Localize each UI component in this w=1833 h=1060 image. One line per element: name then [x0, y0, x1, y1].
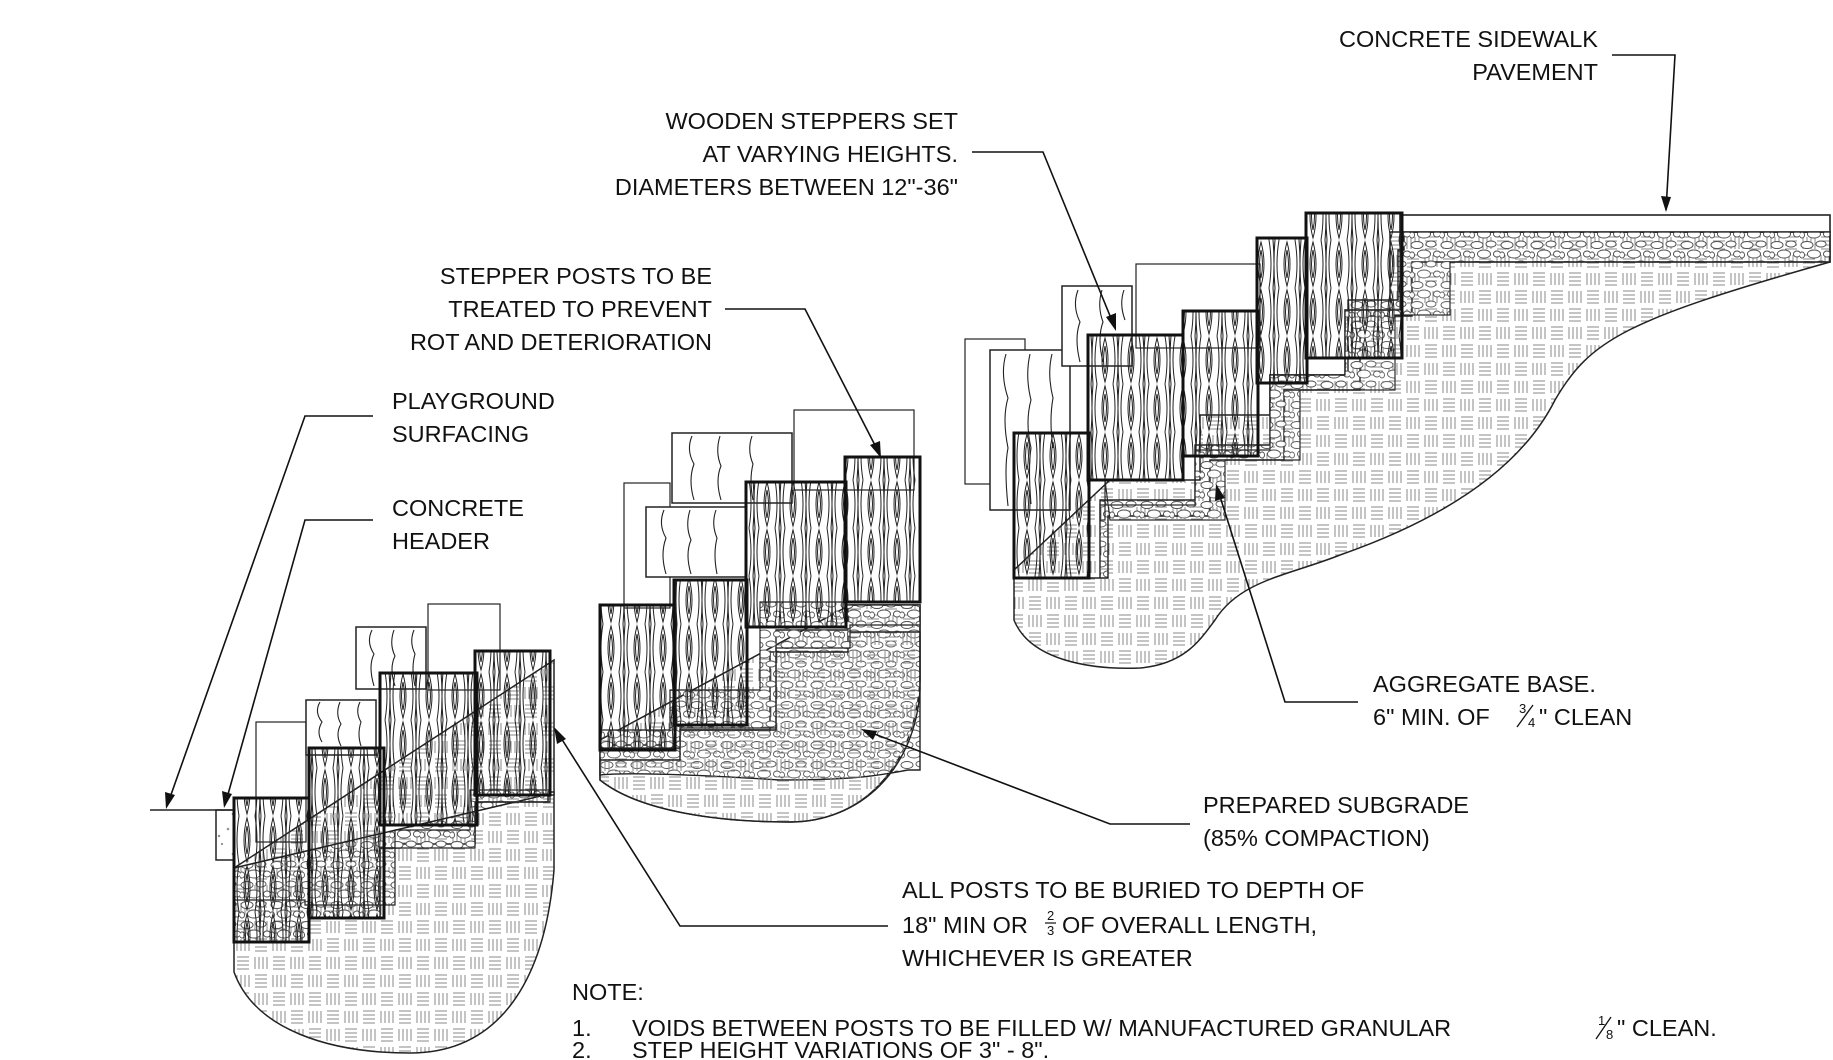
- label-posts-3: ROT AND DETERIORATION: [410, 329, 712, 355]
- leader-playground: [166, 415, 373, 807]
- leader-posts: [725, 308, 881, 456]
- note-1-suffix: " CLEAN.: [1617, 1015, 1717, 1041]
- bark-lines: [660, 509, 718, 575]
- label-posts-1: STEPPER POSTS TO BE: [440, 263, 712, 289]
- label-playground-2: SURFACING: [392, 421, 529, 447]
- arrowhead: [554, 727, 566, 744]
- leader-subgrade: [863, 729, 1190, 825]
- frac-buried-den: 3: [1047, 923, 1054, 938]
- label-steppers-1: WOODEN STEPPERS SET: [666, 108, 959, 134]
- label-aggregate-3: " CLEAN: [1539, 704, 1632, 730]
- stepper-post: [598, 603, 677, 752]
- frac-granular-den: 8: [1606, 1027, 1613, 1042]
- stepper-post: [744, 480, 848, 629]
- callout-labels: CONCRETE SIDEWALK PAVEMENT WOODEN STEPPE…: [392, 26, 1632, 971]
- stepper-post: [378, 671, 479, 827]
- note-1-text: VOIDS BETWEEN POSTS TO BE FILLED W/ MANU…: [632, 1015, 1451, 1041]
- label-buried-1: ALL POSTS TO BE BURIED TO DEPTH OF: [902, 877, 1364, 903]
- arrowhead: [1661, 196, 1671, 212]
- label-steppers-3: DIAMETERS BETWEEN 12"-36": [615, 174, 958, 200]
- label-steppers-2: AT VARYING HEIGHTS.: [702, 141, 958, 167]
- stepper-post: [1255, 236, 1309, 385]
- arrowhead: [165, 792, 175, 809]
- frac-granular-num: 1: [1598, 1013, 1605, 1028]
- arrowhead: [870, 441, 881, 458]
- stepper-post: [1086, 333, 1185, 482]
- arrowhead: [861, 729, 877, 740]
- label-subgrade-2: (85% COMPACTION): [1203, 825, 1430, 851]
- arrowhead: [1215, 484, 1225, 501]
- arrowhead: [222, 791, 232, 808]
- label-playground-1: PLAYGROUND: [392, 388, 555, 414]
- leader-steppers: [972, 151, 1116, 329]
- section-middle: [598, 409, 922, 823]
- frac-aggregate-den: 4: [1528, 715, 1535, 730]
- arrowhead: [1106, 313, 1116, 331]
- label-sidewalk-1: CONCRETE SIDEWALK: [1339, 26, 1598, 52]
- notes-title: NOTE:: [572, 979, 644, 1005]
- label-subgrade-1: PREPARED SUBGRADE: [1203, 792, 1469, 818]
- section-right: [964, 211, 1831, 669]
- frac-granular-bar: [1595, 1016, 1612, 1040]
- notes: NOTE: 1. VOIDS BETWEEN POSTS TO BE FILLE…: [572, 979, 1717, 1042]
- sidewalk-slab: [1399, 214, 1831, 233]
- label-header-1: CONCRETE: [392, 495, 524, 521]
- leader-lines: [165, 54, 1676, 927]
- stepper-post: [1181, 309, 1260, 458]
- bark-lines: [316, 701, 362, 747]
- stepper-post: [232, 796, 311, 944]
- leader-buried: [555, 729, 888, 927]
- note-2-text: STEP HEIGHT VARIATIONS OF 3" - 8".: [632, 1037, 1049, 1060]
- leader-aggregate: [1216, 486, 1358, 703]
- label-aggregate-2: 6" MIN. OF: [1373, 704, 1490, 730]
- label-header-2: HEADER: [392, 528, 490, 554]
- stepper-post: [672, 578, 749, 727]
- aggregate-right-band: [1099, 231, 1831, 521]
- concrete-header: [215, 809, 235, 861]
- stepper-post: [473, 649, 552, 797]
- frac-aggregate-num: 3: [1519, 701, 1526, 716]
- subgrade-middle-fill: [599, 631, 921, 823]
- leader-sidewalk: [1612, 54, 1676, 211]
- notes-line-2: 2. STEP HEIGHT VARIATIONS OF 3" - 8".: [572, 1037, 1049, 1060]
- label-aggregate-1: AGGREGATE BASE.: [1373, 671, 1596, 697]
- frac-buried-num: 2: [1047, 908, 1054, 923]
- label-buried-2: 18" MIN OR: [902, 912, 1028, 938]
- stepper-post: [307, 746, 386, 920]
- note-1-number: 1.: [572, 1015, 592, 1041]
- stepper-post: [843, 455, 922, 604]
- section-left: [150, 603, 555, 1054]
- label-posts-2: TREATED TO PREVENT: [448, 296, 712, 322]
- subgrade-right: [1013, 231, 1831, 669]
- frac-aggregate-bar: [1516, 704, 1534, 728]
- back-post-bark: [645, 506, 747, 578]
- leader-header: [224, 519, 373, 806]
- stepper-post: [1304, 211, 1404, 360]
- label-sidewalk-2: PAVEMENT: [1472, 59, 1598, 85]
- label-buried-4: WHICHEVER IS GREATER: [902, 945, 1193, 971]
- stepper-post: [1012, 431, 1091, 580]
- label-buried-3: OF OVERALL LENGTH,: [1062, 912, 1317, 938]
- note-2-number-visible: 2.: [572, 1037, 592, 1060]
